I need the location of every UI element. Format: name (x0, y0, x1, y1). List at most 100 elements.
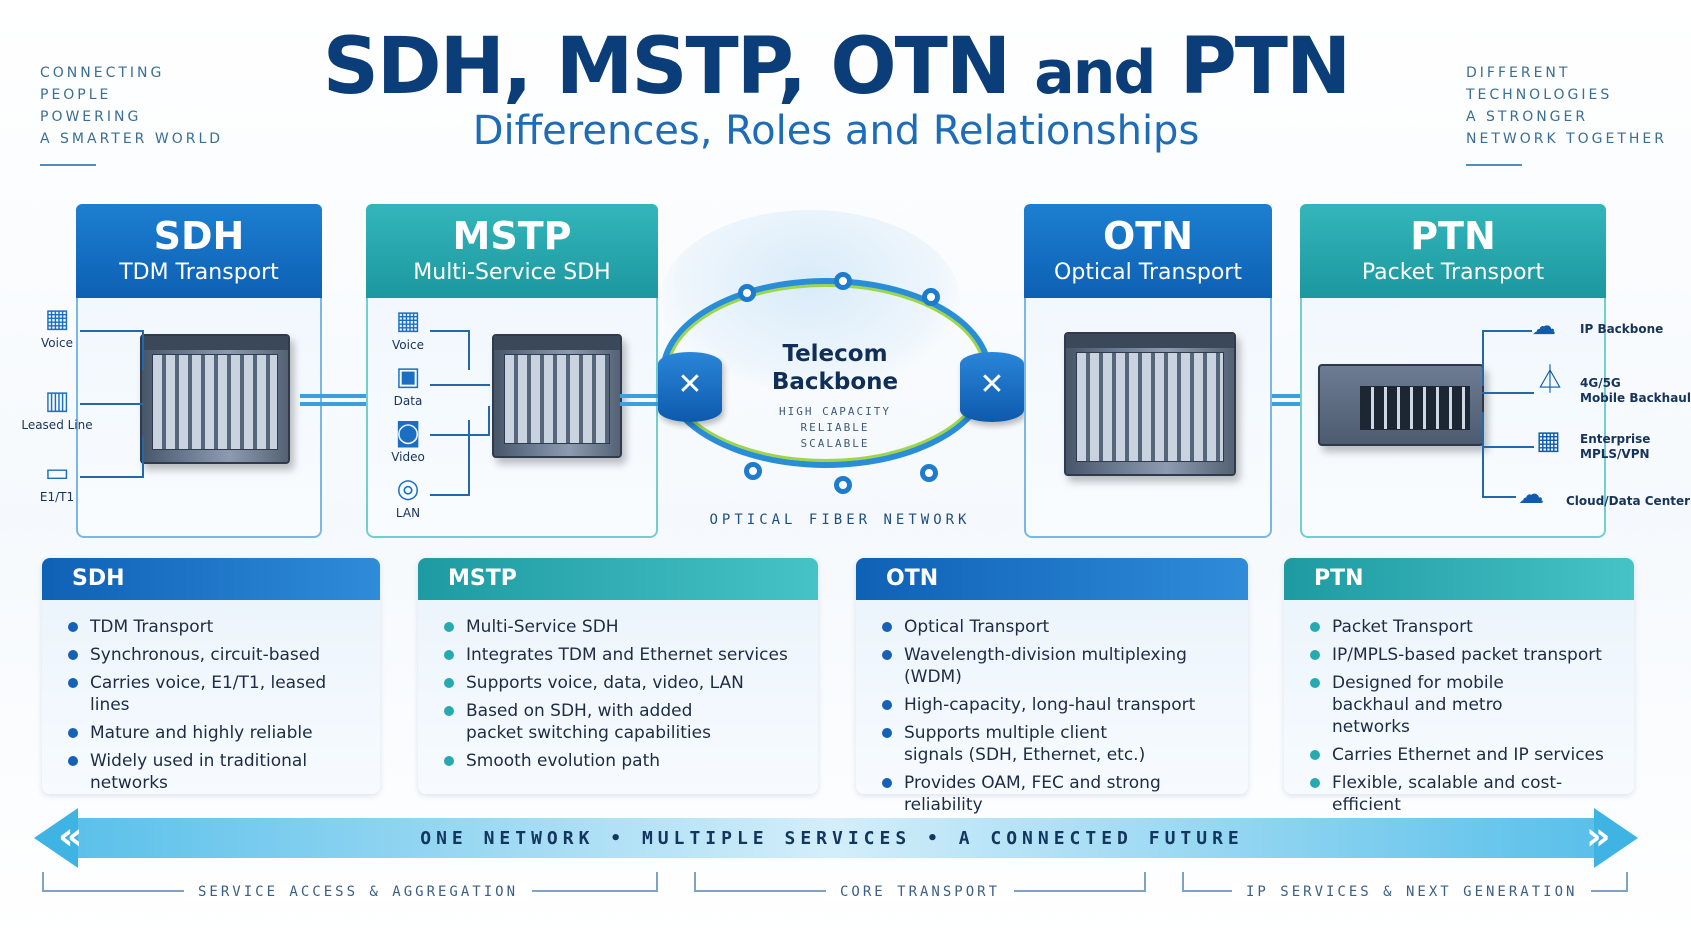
right-tagline-rule (1466, 164, 1522, 166)
ptn-client-enterprise: Enterprise MPLS/VPN (1580, 432, 1651, 461)
sdh-client-leased-line: ▥ Leased Line (14, 386, 100, 432)
connector-line (430, 406, 490, 436)
chevron-right-icon: » (1586, 814, 1611, 858)
right-tagline-line: A STRONGER (1466, 109, 1589, 125)
connector-line (80, 436, 144, 478)
summary-item: TDM Transport (66, 616, 370, 638)
ring-node (834, 476, 852, 494)
summary-item: Packet Transport (1308, 616, 1624, 638)
backbone-tags: HIGH CAPACITY RELIABLE SCALABLE (760, 404, 910, 452)
title-part-and: and (1034, 38, 1156, 108)
sdh-client-voice: ▦Voice (24, 304, 90, 350)
bracket-label-access: SERVICE ACCESS & AGGREGATION (184, 884, 533, 900)
summary-item: Mature and highly reliable (66, 722, 370, 744)
backbone-tag: HIGH CAPACITY (778, 405, 892, 418)
summary-item: Designed for mobile backhaul and metro n… (1308, 672, 1558, 738)
left-tagline-line: CONNECTING (40, 65, 165, 81)
summary-item: Synchronous, circuit-based (66, 644, 370, 666)
mstp-card-title: MSTP (452, 214, 572, 258)
connector-line (80, 330, 144, 370)
mstp-client-voice: ▦ Voice (380, 306, 436, 352)
camera-icon: ◙ (395, 418, 421, 448)
banner-text: ONE NETWORK • MULTIPLE SERVICES • A CONN… (420, 828, 1244, 849)
fiber-link (300, 394, 366, 398)
ring-node (922, 288, 940, 306)
ptn-card: PTN Packet Transport (1300, 204, 1606, 538)
left-tagline: CONNECTING PEOPLE POWERING A SMARTER WOR… (40, 62, 223, 166)
summary-item: Integrates TDM and Ethernet services (442, 644, 808, 666)
ptn-summary-list: Packet Transport IP/MPLS-based packet tr… (1308, 616, 1624, 822)
client-label: LAN (395, 506, 421, 520)
summary-item: Multi-Service SDH (442, 616, 808, 638)
connector-line (1482, 392, 1534, 394)
client-label: Voice (392, 338, 424, 352)
ptn-summary: PTN Packet Transport IP/MPLS-based packe… (1284, 558, 1634, 815)
otn-summary: OTN Optical Transport Wavelength-divisio… (856, 558, 1248, 815)
right-tagline-line: DIFFERENT (1466, 65, 1571, 81)
sdh-summary-list: TDM Transport Synchronous, circuit-based… (66, 616, 370, 800)
client-label: Data (393, 394, 423, 408)
router-icon: ✕ (658, 352, 722, 422)
summary-item: Optical Transport (880, 616, 1238, 638)
summary-item: Widely used in traditional networks (66, 750, 370, 794)
ptn-card-title: PTN (1410, 214, 1496, 258)
ptn-client-ip-backbone: IP Backbone (1580, 322, 1664, 336)
right-tagline-line: NETWORK TOGETHER (1466, 131, 1668, 147)
summary-item: Smooth evolution path (442, 750, 808, 772)
right-tagline-line: TECHNOLOGIES (1466, 87, 1613, 103)
mstp-summary-title: MSTP (418, 558, 818, 600)
sdh-equipment (140, 334, 290, 464)
page-subtitle: Differences, Roles and Relationships (472, 108, 1200, 154)
backbone-title: Telecom Backbone (771, 341, 899, 395)
ptn-client-cloud-data-center: Cloud/Data Center (1566, 494, 1691, 508)
building-icon: ▦ (395, 306, 421, 336)
otn-card-header: OTN Optical Transport (1024, 204, 1272, 298)
ring-node (834, 272, 852, 290)
client-label: Video (391, 450, 425, 464)
summary-item: Based on SDH, with added packet switchin… (442, 700, 732, 744)
right-tagline: DIFFERENT TECHNOLOGIES A STRONGER NETWOR… (1466, 62, 1667, 166)
connector-line (80, 403, 144, 405)
left-tagline-rule (40, 164, 96, 166)
building-icon: ▥ (44, 386, 70, 416)
arrow-right-icon (1594, 808, 1638, 868)
ptn-card-header: PTN Packet Transport (1300, 204, 1606, 298)
sdh-card-subtitle: TDM Transport (119, 260, 279, 285)
connector-line (430, 330, 470, 370)
client-label: Leased Line (21, 418, 93, 432)
otn-card-subtitle: Optical Transport (1054, 260, 1242, 285)
ring-node (920, 464, 938, 482)
fiber-link (620, 394, 664, 398)
summary-item: Supports voice, data, video, LAN (442, 672, 808, 694)
building-icon: ▦ (44, 304, 70, 334)
summary-item: Provides OAM, FEC and strong reliability (880, 772, 1238, 816)
summary-item: Carries voice, E1/T1, leased lines (66, 672, 370, 716)
cloud-icon: ☁ (1518, 480, 1544, 510)
mstp-card: MSTP Multi-Service SDH (366, 204, 658, 538)
summary-item: High-capacity, long-haul transport (880, 694, 1238, 716)
router-icon: ✕ (960, 352, 1024, 422)
backbone-tag: RELIABLE (800, 421, 870, 434)
sdh-summary-title: SDH (42, 558, 380, 600)
otn-equipment (1064, 332, 1236, 476)
otn-card-title: OTN (1102, 214, 1194, 258)
summary-item: Carries Ethernet and IP services (1308, 744, 1624, 766)
router-icon: ▭ (44, 458, 70, 488)
connector-line (1482, 330, 1532, 386)
mstp-summary: MSTP Multi-Service SDH Integrates TDM an… (418, 558, 818, 794)
fiber-network-label: OPTICAL FIBER NETWORK (709, 512, 971, 528)
arrow-left-icon (34, 808, 78, 868)
left-tagline-line: PEOPLE (40, 87, 112, 103)
fiber-link (620, 402, 664, 406)
ptn-summary-title: PTN (1284, 558, 1634, 600)
ptn-card-subtitle: Packet Transport (1361, 260, 1545, 285)
mstp-client-lan: ◎LAN (380, 474, 436, 520)
left-tagline-line: POWERING (40, 109, 142, 125)
client-label: E1/T1 (39, 490, 75, 504)
summary-item: Wavelength-division multiplexing (WDM) (880, 644, 1238, 688)
antenna-tower-icon: ⏃ (1536, 363, 1565, 396)
ptn-equipment (1318, 364, 1484, 446)
mstp-client-video: ◙ Video (380, 418, 436, 464)
page-title: SDH, MSTP, OTN and PTN (0, 22, 1672, 112)
mstp-card-header: MSTP Multi-Service SDH (366, 204, 658, 298)
